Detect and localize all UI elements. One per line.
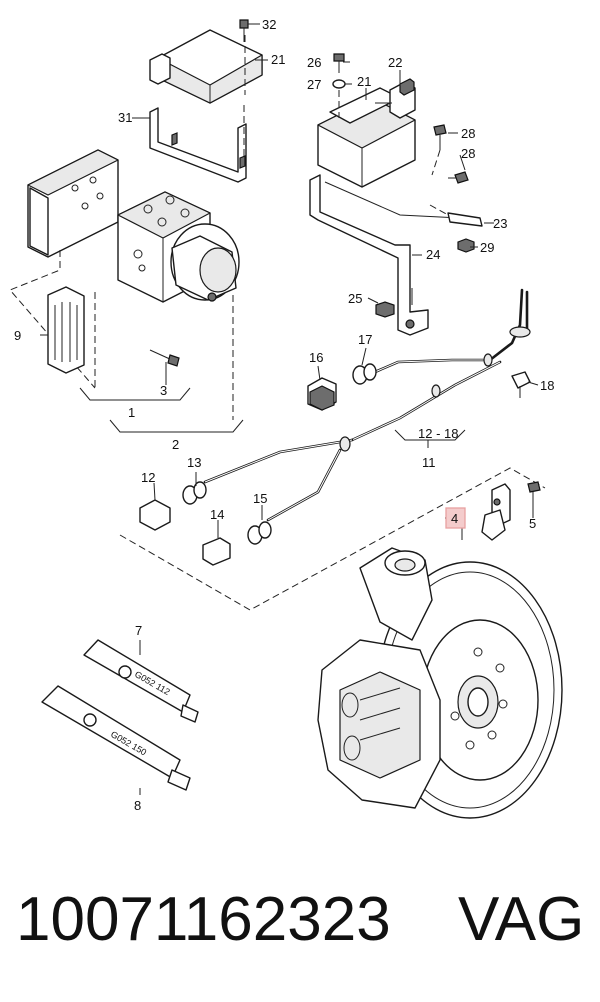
grommet-13 [182,481,207,505]
screw-26 [333,53,345,73]
part-number: 10071162323 [16,885,391,954]
bracket-31 [149,35,247,183]
bracket-24 [309,174,461,336]
callout-18: 18 [540,378,554,393]
callout-27: 27 [307,77,321,92]
callout-4: 4 [451,511,458,526]
parts-diagram: G052 112 G052 150 32 21 31 9 3 1 2 26 27… [9,17,563,819]
callout-24: 24 [426,247,440,262]
callout-9: 9 [14,328,21,343]
tube-7: G052 112 [83,639,199,723]
callout-8: 8 [134,798,141,813]
control-unit-21-top [149,29,263,104]
screw-5 [527,481,541,510]
connector-12 [139,499,171,531]
callout-2: 2 [172,437,179,452]
wiring-harness [203,288,531,522]
connector-14 [202,537,231,566]
nut-29 [457,238,475,253]
grommet-17 [352,363,377,385]
callout-5: 5 [529,516,536,531]
callout-28-upper: 28 [461,126,475,141]
callout-16: 16 [309,350,323,365]
callout-12: 12 [141,470,155,485]
callout-22: 22 [388,55,402,70]
callout-14: 14 [210,507,224,522]
wheel-bearing-housing [359,547,433,641]
connector-9 [40,286,85,374]
pump-motor [170,223,240,302]
callout-12-18: 12 - 18 [418,426,458,441]
callout-29: 29 [480,240,494,255]
washer-27 [332,79,346,118]
callout-31: 31 [118,110,132,125]
sensor-22 [375,78,416,119]
screw-3 [149,349,180,367]
callout-17: 17 [358,332,372,347]
connector-16 [307,377,337,411]
callout-26: 26 [307,55,321,70]
callout-15: 15 [253,491,267,506]
callout-3: 3 [160,383,167,398]
speed-sensor-4 [481,483,511,541]
screw-32 [239,19,249,42]
callout-25: 25 [348,291,362,306]
nut-25 [375,301,395,318]
callout-23: 23 [493,216,507,231]
callout-21-right: 21 [357,74,371,89]
callout-7: 7 [135,623,142,638]
callout-28-lower: 28 [461,146,475,161]
grommet-15 [247,521,272,545]
clip-23 [429,204,483,227]
brake-caliper [317,639,441,809]
callout-21-top: 21 [271,52,285,67]
screw-28 [431,124,469,184]
abs-control-module [9,149,119,389]
holder-18 [511,371,531,398]
highlight-box [445,507,466,529]
callout-11: 11 [422,455,436,470]
brand-name: VAG [458,885,585,954]
callout-1: 1 [128,405,135,420]
callout-13: 13 [187,455,201,470]
callout-32: 32 [262,17,276,32]
